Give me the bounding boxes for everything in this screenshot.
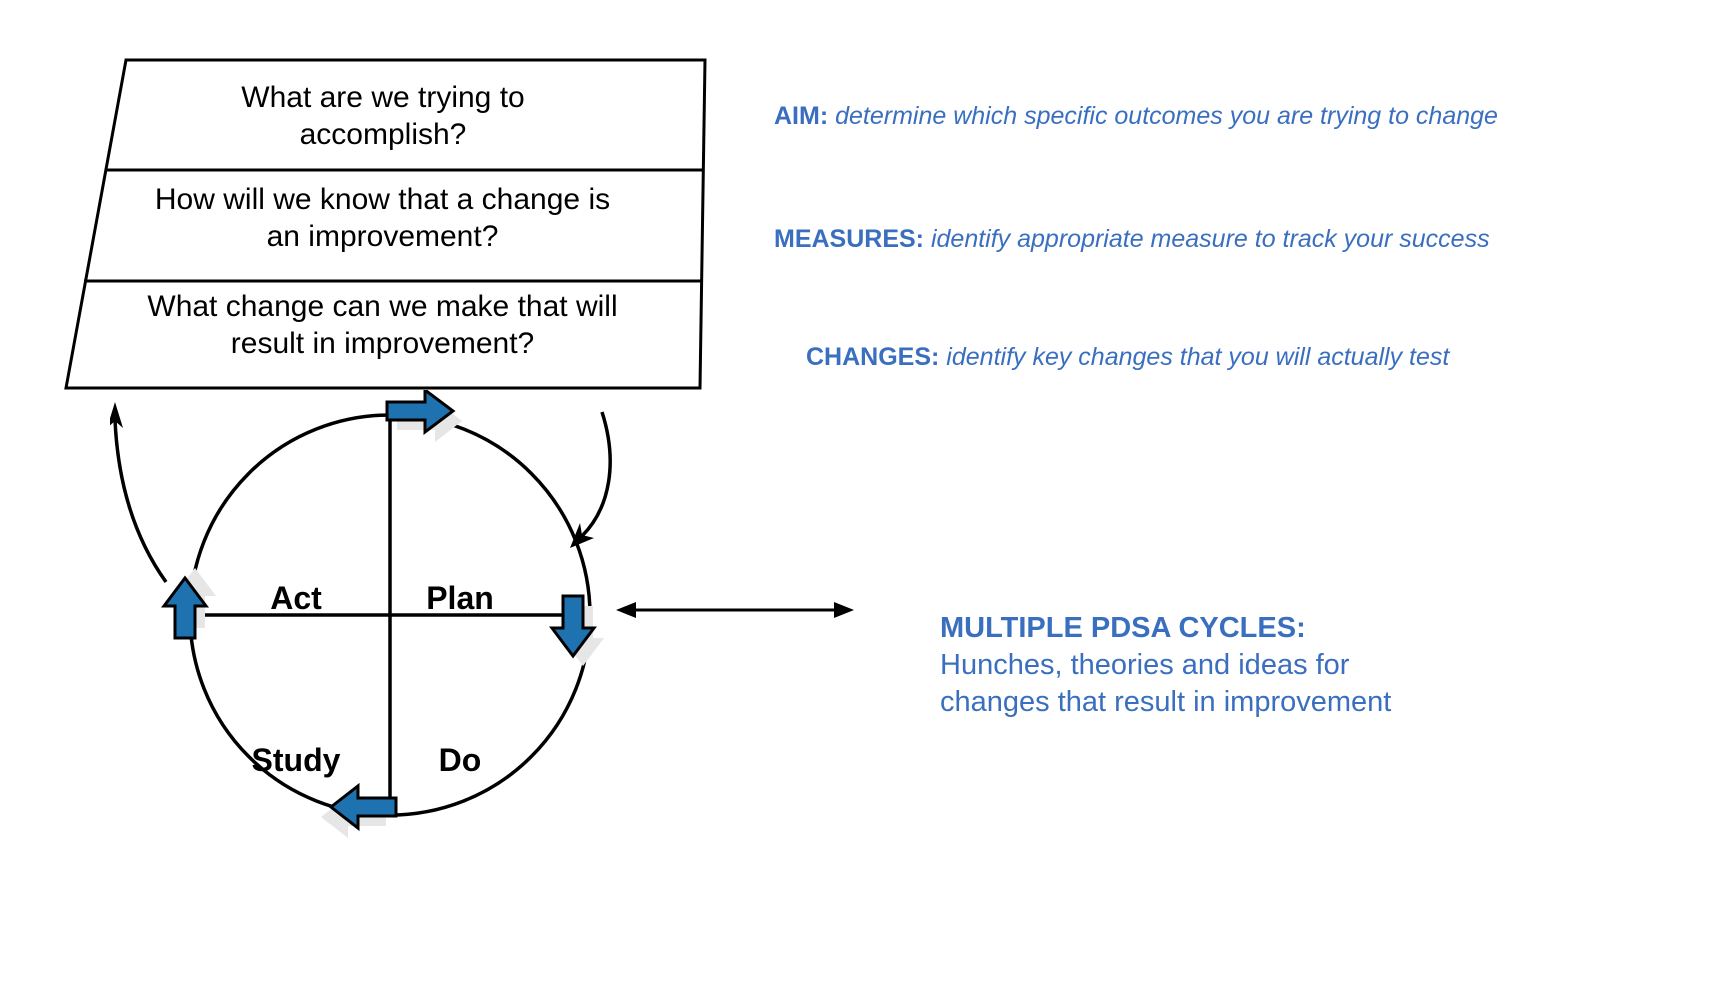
model-for-improvement-trapezoid <box>64 58 707 390</box>
cycle-label-study: Study <box>251 742 341 778</box>
pdsa-note-body: Hunches, theories and ideas for changes … <box>940 649 1392 719</box>
annotation-aim-label: AIM: <box>774 102 829 130</box>
trapezoid-outline <box>64 58 707 390</box>
arrow-top-plan <box>385 390 456 435</box>
question-changes: What change can we make that will result… <box>147 290 618 360</box>
annotation-changes-text: identify key changes that you will actua… <box>946 343 1450 371</box>
arrow-left-act <box>161 575 209 640</box>
annotation-aim: AIM: determine which specific outcomes y… <box>774 102 1498 131</box>
question-aim: What are we trying to accomplish? <box>241 81 525 151</box>
curved-arrow-right <box>570 411 612 548</box>
connector-arrowhead-right <box>834 602 854 618</box>
arrow-right-do <box>549 594 597 659</box>
cycle-label-act: Act <box>270 580 322 616</box>
annotation-measures: MEASURES: identify appropriate measure t… <box>774 225 1490 254</box>
annotation-changes-label: CHANGES: <box>806 343 940 371</box>
pdsa-cycle <box>110 390 612 838</box>
cycle-label-plan: Plan <box>426 580 494 616</box>
connector-arrowhead-left <box>616 602 636 618</box>
annotation-measures-label: MEASURES: <box>774 225 925 253</box>
multiple-pdsa-cycles-note: MULTIPLE PDSA CYCLES: Hunches, theories … <box>940 610 1540 721</box>
cycle-label-do: Do <box>438 742 482 778</box>
double-headed-connector-arrow <box>616 602 854 618</box>
pdsa-note-title: MULTIPLE PDSA CYCLES: <box>940 612 1306 644</box>
annotation-changes: CHANGES: identify key changes that you w… <box>806 343 1449 372</box>
arrow-bottom-study <box>328 782 398 832</box>
question-measures: How will we know that a change is an imp… <box>154 183 611 253</box>
annotation-aim-text: determine which specific outcomes you ar… <box>835 102 1498 130</box>
annotation-measures-text: identify appropriate measure to track yo… <box>930 225 1490 253</box>
curved-arrow-left <box>110 402 168 584</box>
